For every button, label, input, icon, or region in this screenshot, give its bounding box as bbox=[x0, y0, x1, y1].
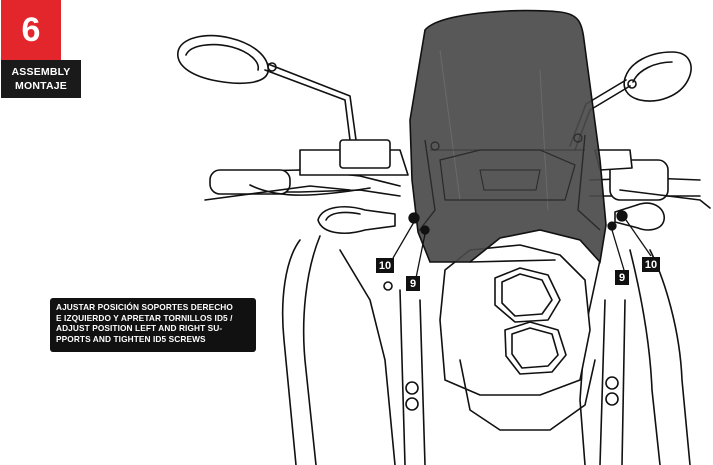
callout-part-10-left: 10 bbox=[376, 258, 394, 273]
left-turn-signal bbox=[317, 206, 396, 234]
step-title-label: ASSEMBLY MONTAJE bbox=[1, 60, 81, 98]
instruction-box: AJUSTAR POSICIÓN SOPORTES DERECHO E IZQU… bbox=[50, 298, 256, 352]
front-fairing bbox=[281, 235, 691, 465]
instruction-line-3: ADJUST POSITION LEFT AND RIGHT SU- bbox=[56, 323, 223, 333]
callout-part-9-left: 9 bbox=[406, 276, 420, 291]
callout-part-10-right: 10 bbox=[642, 257, 660, 272]
right-handlebar bbox=[589, 149, 711, 209]
right-turn-signal bbox=[614, 202, 665, 231]
step-number-badge: 6 bbox=[1, 0, 61, 60]
step-title-line-1: ASSEMBLY bbox=[11, 66, 71, 78]
instruction-line-2: E IZQUIERDO Y APRETAR TORNILLOS ID5 / bbox=[56, 312, 233, 323]
left-handlebar bbox=[204, 139, 409, 201]
step-title-line-2: MONTAJE bbox=[15, 80, 67, 92]
screw-markers bbox=[392, 210, 652, 279]
step-number: 6 bbox=[21, 10, 41, 49]
callout-part-9-right: 9 bbox=[615, 270, 629, 285]
instruction-line-1: AJUSTAR POSICIÓN SOPORTES DERECHO bbox=[56, 302, 233, 312]
instruction-line-4: PPORTS AND TIGHTEN ID5 SCREWS bbox=[56, 333, 206, 344]
windscreen bbox=[409, 9, 607, 264]
left-mirror bbox=[177, 34, 357, 141]
